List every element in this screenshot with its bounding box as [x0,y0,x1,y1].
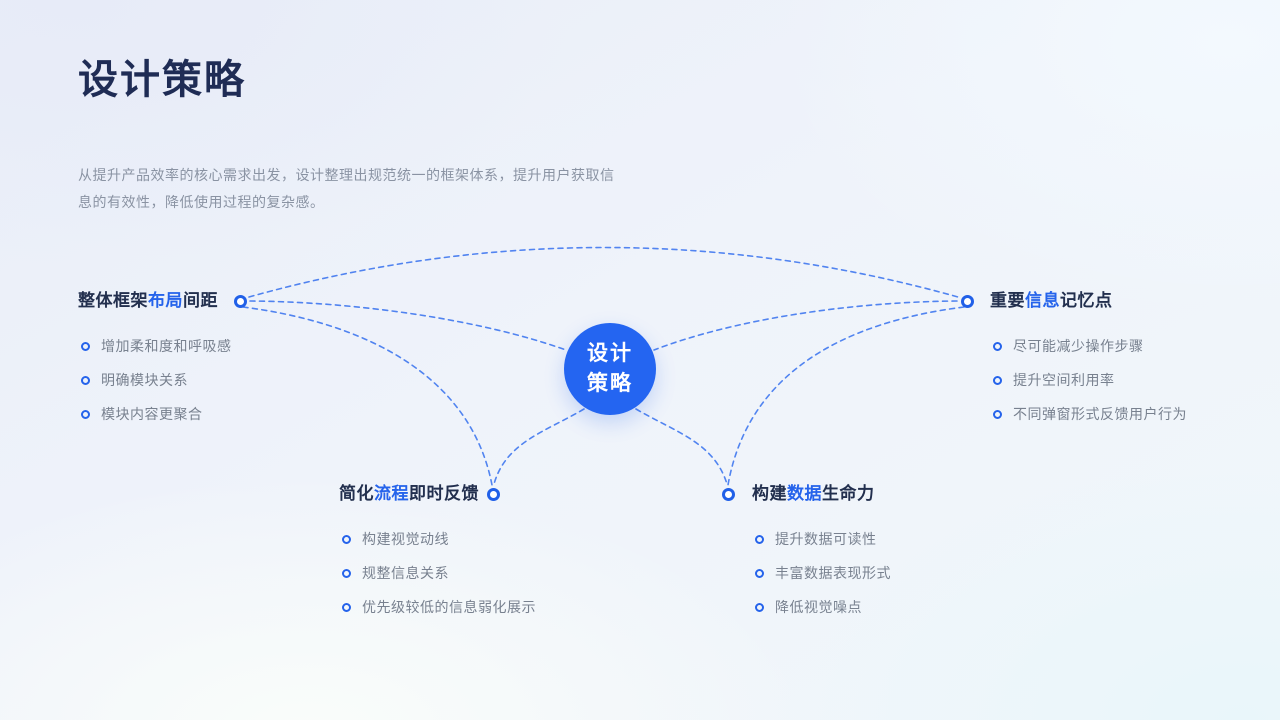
curve-left-to-center [249,300,567,351]
curve-right-to-center [653,300,958,351]
branch-title-accent: 数据 [787,484,822,503]
branch-title-accent: 流程 [374,484,409,503]
branch-list: 尽可能减少操作步骤 提升空间利用率 不同弹窗形式反馈用户行为 [990,336,1187,424]
bullet-icon [81,375,90,385]
branch-data-vitality: 构建数据生命力 提升数据可读性 丰富数据表现形式 降低视觉噪点 [752,482,891,631]
bullet-icon [993,341,1002,351]
curve-left-to-bottomleft [242,306,493,486]
curve-center-to-bottomleft [493,408,585,485]
bullet-icon [81,409,90,419]
bullet-icon [342,568,351,578]
branch-title: 整体框架布局间距 [78,291,218,310]
branch-title: 简化流程即时反馈 [339,484,479,503]
bullet-icon [81,341,90,351]
center-node: 设计 策略 [564,323,656,415]
bullet-icon [755,568,764,578]
list-item: 尽可能减少操作步骤 [993,336,1187,356]
center-node-line1: 设计 [587,342,633,365]
list-item: 增加柔和度和呼吸感 [81,336,232,356]
list-item: 提升空间利用率 [993,370,1187,390]
bullet-icon [755,602,764,612]
branch-frame-spacing: 整体框架布局间距 增加柔和度和呼吸感 明确模块关系 模块内容更聚合 [78,289,232,438]
bullet-icon [993,409,1002,419]
center-node-line2: 策略 [587,372,633,395]
list-item: 提升数据可读性 [755,529,891,549]
list-item: 降低视觉噪点 [755,597,891,617]
list-item: 不同弹窗形式反馈用户行为 [993,404,1187,424]
list-item: 明确模块关系 [81,370,232,390]
list-item: 构建视觉动线 [342,529,536,549]
connector-dot-bottomleft-icon [487,488,500,501]
connector-dot-left-icon [234,295,247,308]
branch-list: 增加柔和度和呼吸感 明确模块关系 模块内容更聚合 [78,336,232,424]
page-title: 设计策略 [78,58,246,102]
branch-title: 重要信息记忆点 [990,291,1113,310]
branch-title: 构建数据生命力 [752,484,875,503]
branch-list: 提升数据可读性 丰富数据表现形式 降低视觉噪点 [752,529,891,617]
connector-dot-right-icon [961,295,974,308]
curve-center-to-bottomright [635,408,728,485]
bullet-icon [342,602,351,612]
branch-memory-points: 重要信息记忆点 尽可能减少操作步骤 提升空间利用率 不同弹窗形式反馈用户行为 [990,289,1187,438]
bullet-icon [342,534,351,544]
list-item: 模块内容更聚合 [81,404,232,424]
list-item: 规整信息关系 [342,563,536,583]
branch-title-accent: 信息 [1025,291,1060,310]
slide-description: 从提升产品效率的核心需求出发，设计整理出规范统一的框架体系，提升用户获取信息的有… [78,167,615,210]
curve-right-to-bottomright [727,306,965,486]
bullet-icon [993,375,1002,385]
list-item: 丰富数据表现形式 [755,563,891,583]
branch-list: 构建视觉动线 规整信息关系 优先级较低的信息弱化展示 [339,529,536,617]
connector-dot-bottomright-icon [722,488,735,501]
branch-process-feedback: 简化流程即时反馈 构建视觉动线 规整信息关系 优先级较低的信息弱化展示 [339,482,536,631]
list-item: 优先级较低的信息弱化展示 [342,597,536,617]
curve-left-to-right-arc [248,246,959,298]
bullet-icon [755,534,764,544]
branch-title-accent: 布局 [148,291,183,310]
